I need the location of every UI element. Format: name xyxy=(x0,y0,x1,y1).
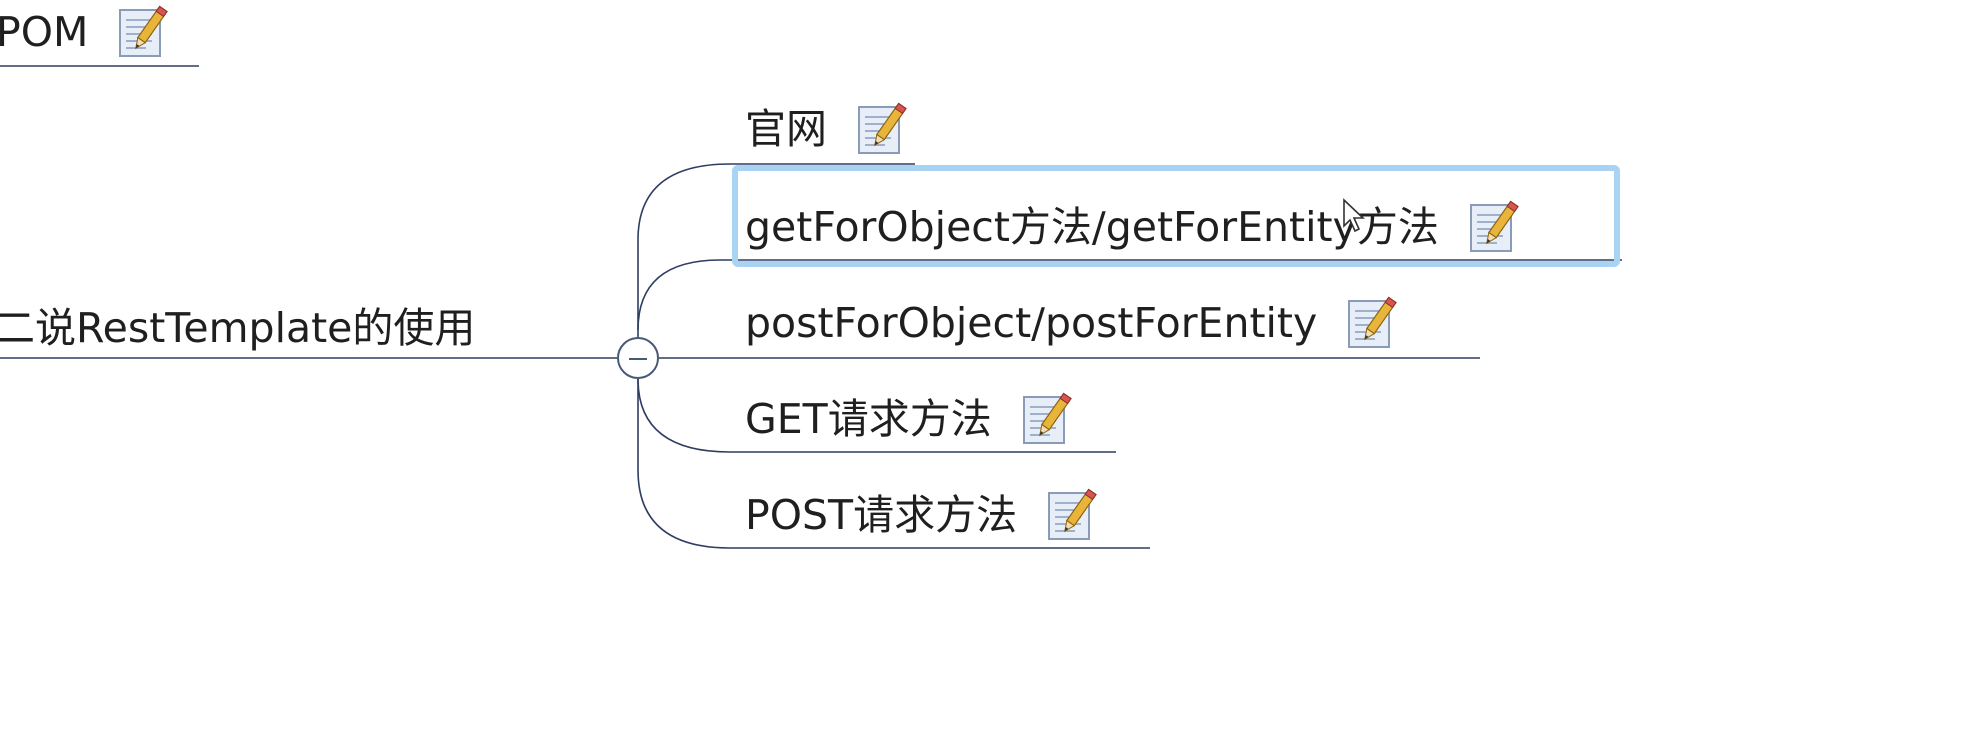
branch-to-child-2 xyxy=(637,259,738,331)
root-node[interactable]: 二说RestTemplate的使用 xyxy=(0,300,475,356)
node-label: 官网 xyxy=(745,104,827,153)
child-node-official-site[interactable]: 官网 xyxy=(745,98,907,160)
mouse-pointer-icon xyxy=(1343,198,1366,233)
node-label: postForObject/postForEntity xyxy=(745,298,1318,347)
child-node-get-request[interactable]: GET请求方法 xyxy=(745,388,1072,450)
node-label: POM xyxy=(0,7,89,56)
child-node-get-for-object[interactable]: getForObject方法/getForEntity方法 xyxy=(745,196,1519,258)
note-pencil-icon[interactable] xyxy=(118,4,169,60)
branch-to-child-1 xyxy=(637,163,738,337)
note-pencil-icon[interactable] xyxy=(1047,487,1097,543)
node-pom[interactable]: POM xyxy=(0,4,169,60)
branch-to-child-5 xyxy=(637,379,1150,549)
node-label: getForObject方法/getForEntity方法 xyxy=(745,202,1439,251)
root-label: 二说RestTemplate的使用 xyxy=(0,303,476,352)
note-pencil-icon[interactable] xyxy=(857,101,907,157)
note-pencil-icon[interactable] xyxy=(1469,199,1519,255)
collapse-minus-icon[interactable] xyxy=(617,337,659,379)
note-pencil-icon[interactable] xyxy=(1022,391,1072,447)
node-label: POST请求方法 xyxy=(745,490,1018,539)
child-node-post-for-object[interactable]: postForObject/postForEntity xyxy=(745,292,1398,354)
node-label: GET请求方法 xyxy=(745,394,992,443)
branch-to-child-4 xyxy=(637,378,1116,453)
child-node-post-request[interactable]: POST请求方法 xyxy=(745,484,1097,546)
note-pencil-icon[interactable] xyxy=(1347,295,1398,351)
